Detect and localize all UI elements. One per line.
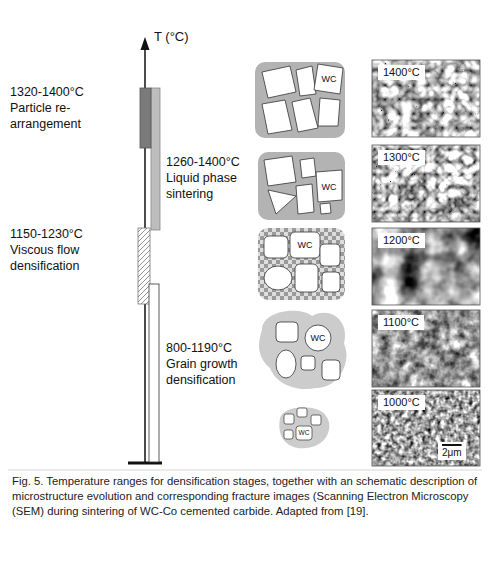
image-frame [372,60,480,137]
wc-grain [296,66,316,96]
wc-grain [318,98,340,126]
scale-bar-label: 2μm [438,442,466,460]
range-bar-grain-growth [149,284,159,462]
wc-grain [300,158,316,178]
microstructure-schematic: WC [258,228,345,300]
axis-title: T (°C) [154,29,224,45]
viscous-binder [258,228,345,300]
sem-texture [372,228,480,305]
sem-texture [372,60,480,137]
sem-texture [372,390,480,466]
stage-label: 800-1190°C Grain growth densification [166,340,254,388]
phase-label: WC [322,182,337,192]
phase-label: WC [298,240,313,250]
phase-label: WC [311,333,326,343]
wc-grain [276,350,296,378]
wc-grain [284,430,293,439]
sem-fracture-image: 1100°C [372,310,480,387]
wc-grain [314,64,343,94]
temperature-label: 1200°C [378,233,425,248]
sem-fracture-image: 1400°C [372,60,480,137]
range-bar-liquid-phase [151,88,160,230]
microstructure-schematic: WC [258,152,345,220]
wc-grain [296,184,314,214]
wc-grain [284,414,294,424]
wc-grain [322,272,340,292]
figure-caption: Fig. 5. Temperature ranges for densifica… [12,474,480,519]
wc-grain [305,325,331,351]
liquid-binder [258,152,345,220]
wc-grain [295,264,318,292]
temperature-label: 1100°C [378,315,424,330]
sem-fracture-image: 1000°C 2μm [372,390,480,466]
temperature-label: 1000°C [378,395,425,410]
range-bar-rearrangement [140,88,151,148]
stage-label: 1260-1400°C Liquid phase sintering [166,154,256,202]
wc-grain [311,415,321,425]
binder-phase [279,407,329,448]
phase-label: WC [299,429,310,436]
microstructure-schematic: WC [255,62,345,138]
image-frame [372,310,480,387]
wc-grain [262,66,296,98]
wc-grain [290,232,320,258]
wc-grain [320,244,340,266]
wc-grain [264,266,292,290]
microstructure-schematic: WC [275,400,337,450]
wc-grain [301,356,315,370]
axis-arrowhead [141,37,150,50]
range-bar-viscous-flow [138,228,150,304]
wc-grain [264,156,296,186]
temperature-label: 1400°C [378,65,425,80]
wc-grain [268,190,296,214]
liquid-binder [255,62,345,138]
wc-grain [320,203,331,214]
stage-label: 1150-1230°C Viscous flow densification [10,226,120,274]
image-frame [372,390,480,466]
image-frame [372,145,480,222]
wc-grain [296,426,312,440]
wc-grain [297,408,307,417]
wc-grain [262,100,292,134]
sem-fracture-image: 1200°C [372,228,480,305]
phase-label: WC [322,74,337,84]
binder-phase [259,311,346,389]
caption-separator [8,470,482,471]
image-frame [372,228,480,305]
sem-texture [372,310,480,387]
wc-grain [322,360,340,380]
sem-texture [372,145,480,222]
stage-label: 1320-1400°C Particle re-arrangement [10,84,110,132]
wc-grain [316,170,342,202]
wc-grain [276,322,298,342]
wc-grain [264,236,288,258]
microstructure-schematic: WC [258,305,348,392]
temperature-label: 1300°C [378,150,425,165]
wc-grain [292,98,318,132]
sem-fracture-image: 1300°C [372,145,480,222]
